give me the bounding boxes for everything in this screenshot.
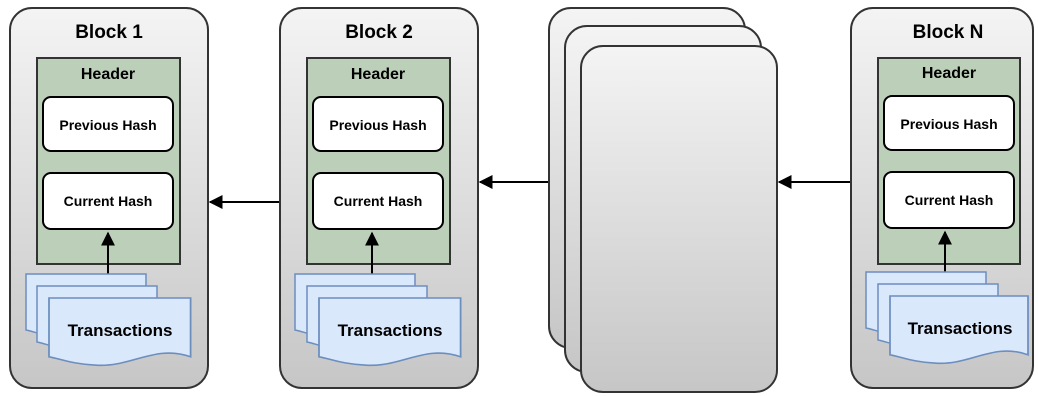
intermediate-blocks-stack (548, 7, 778, 393)
block-1-transactions: Transactions (25, 273, 192, 367)
block-2-header (306, 57, 451, 265)
block-2-previous-hash-label: Previous Hash (329, 117, 426, 133)
block-1-current-hash-label: Current Hash (64, 193, 153, 209)
block-2-title: Block 2 (345, 22, 413, 43)
block-n-transactions: Transactions (865, 271, 1029, 365)
block-1-transactions-label: Transactions (68, 321, 173, 340)
block-1-title: Block 1 (75, 22, 143, 43)
block-n-current-hash-label: Current Hash (905, 192, 994, 208)
block-n-previous-hash (883, 95, 1015, 151)
block-2: Block 2 Header Previous Hash Current Has… (279, 7, 479, 389)
block-n-current-hash (883, 171, 1015, 229)
block-n-header-label: Header (922, 65, 976, 82)
block-n-header (877, 57, 1021, 265)
block-n-title: Block N (913, 22, 984, 43)
block-2-current-hash (312, 172, 444, 230)
block-2-current-hash-label: Current Hash (334, 193, 423, 209)
block-2-previous-hash (312, 96, 444, 152)
stack-block-front (580, 45, 778, 393)
block-n: Block N Header Previous Hash Current Has… (850, 7, 1034, 389)
block-1-previous-hash (42, 96, 174, 152)
block-2-header-label: Header (351, 66, 405, 83)
block-1-current-hash (42, 172, 174, 230)
block-1-header-label: Header (81, 66, 135, 83)
block-1: Block 1 Header Previous Hash Current Has… (9, 7, 209, 389)
block-n-transactions-label: Transactions (908, 319, 1013, 338)
block-1-previous-hash-label: Previous Hash (59, 117, 156, 133)
block-2-transactions-label: Transactions (338, 321, 443, 340)
block-2-transactions: Transactions (294, 273, 462, 367)
block-n-previous-hash-label: Previous Hash (900, 116, 997, 132)
